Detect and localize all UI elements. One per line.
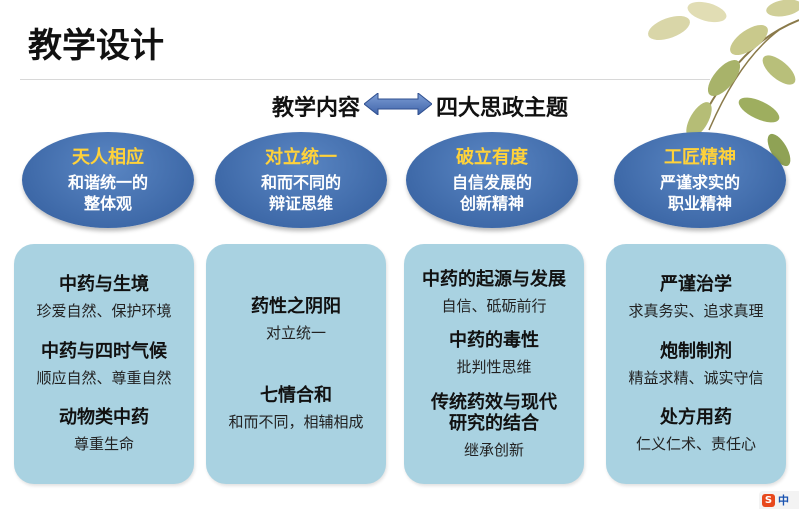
topic-title: 中药与生境 [58, 273, 149, 295]
topic-title: 中药的毒性 [449, 330, 539, 351]
topic-value: 仁义仁术、责任心 [635, 435, 756, 454]
topic-value: 精益求精、诚实守信 [628, 368, 764, 387]
topic-value: 继承创新 [463, 440, 524, 459]
content-card-4: 严谨治学 求真务实、追求真理 炮制制剂 精益求精、诚实守信 处方用药 仁义仁术、… [606, 244, 786, 484]
theme-oval-3: 破立有度 自信发展的 创新精神 [406, 132, 578, 228]
content-card-2: 药性之阴阳 对立统一 七情合和 和而不同，相辅相成 [206, 244, 386, 484]
page-title: 教学设计 [28, 26, 164, 66]
content-card-1: 中药与生境 珍爱自然、保护环境 中药与四时气候 顺应自然、尊重自然 动物类中药 … [14, 244, 194, 484]
ime-mode-label: 中 [778, 494, 789, 507]
relation-left-term: 教学内容 [271, 96, 360, 121]
sogou-logo-icon: S [762, 493, 775, 507]
topic-item: 中药与生境 珍爱自然、保护环境 [36, 274, 171, 321]
topic-title: 严谨治学 [659, 273, 732, 295]
relation-right-term: 四大思政主题 [436, 96, 569, 121]
theme-description: 和而不同的 辩证思维 [260, 172, 341, 213]
theme-oval-1: 天人相应 和谐统一的 整体观 [22, 132, 194, 228]
theme-title: 天人相应 [72, 146, 144, 168]
topic-value: 和而不同，相辅相成 [228, 413, 364, 431]
topic-item: 处方用药 仁义仁术、责任心 [636, 407, 756, 454]
topic-value: 自信、砥砺前行 [441, 296, 547, 315]
topic-item: 炮制制剂 精益求精、诚实守信 [628, 341, 763, 388]
topic-item: 动物类中药 尊重生命 [59, 407, 149, 454]
topic-item: 药性之阴阳 对立统一 [251, 296, 341, 343]
topic-value: 批判性思维 [456, 358, 532, 376]
topic-title: 炮制制剂 [659, 340, 732, 362]
topic-value: 尊重生命 [73, 435, 134, 454]
theme-title: 对立统一 [265, 146, 337, 168]
relation-header: 教学内容 四大思政主题 [0, 88, 799, 122]
theme-description: 自信发展的 创新精神 [451, 172, 532, 213]
theme-description: 严谨求实的 职业精神 [659, 172, 740, 213]
topic-item: 中药的毒性 批判性思维 [449, 330, 539, 377]
theme-oval-4: 工匠精神 严谨求实的 职业精神 [614, 132, 786, 228]
topic-value: 顺应自然、尊重自然 [36, 368, 172, 387]
topic-title: 动物类中药 [59, 407, 149, 429]
double-arrow-icon [364, 93, 432, 115]
topic-item: 七情合和 和而不同，相辅相成 [228, 385, 363, 432]
topic-value: 对立统一 [265, 324, 326, 342]
topic-value: 珍爱自然、保护环境 [36, 301, 172, 320]
topic-item: 中药与四时气候 顺应自然、尊重自然 [36, 341, 171, 388]
topic-title: 药性之阴阳 [251, 296, 341, 317]
topic-title: 传统药效与现代 研究的结合 [431, 391, 557, 434]
topic-title: 中药与四时气候 [40, 340, 167, 362]
topic-title: 中药的起源与发展 [422, 268, 566, 290]
theme-oval-2: 对立统一 和而不同的 辩证思维 [215, 132, 387, 228]
theme-title: 破立有度 [456, 146, 528, 168]
theme-title: 工匠精神 [664, 146, 736, 168]
topic-item: 传统药效与现代 研究的结合 继承创新 [431, 392, 557, 460]
title-divider [20, 79, 710, 80]
topic-value: 求真务实、追求真理 [628, 301, 764, 320]
topic-title: 处方用药 [659, 407, 732, 429]
content-card-3: 中药的起源与发展 自信、砥砺前行 中药的毒性 批判性思维 传统药效与现代 研究的… [404, 244, 584, 484]
topic-title: 七情合和 [259, 385, 332, 406]
theme-description: 和谐统一的 整体观 [67, 172, 148, 213]
ime-badge[interactable]: S 中 [759, 491, 799, 509]
topic-item: 严谨治学 求真务实、追求真理 [628, 274, 763, 321]
topic-item: 中药的起源与发展 自信、砥砺前行 [422, 269, 566, 316]
